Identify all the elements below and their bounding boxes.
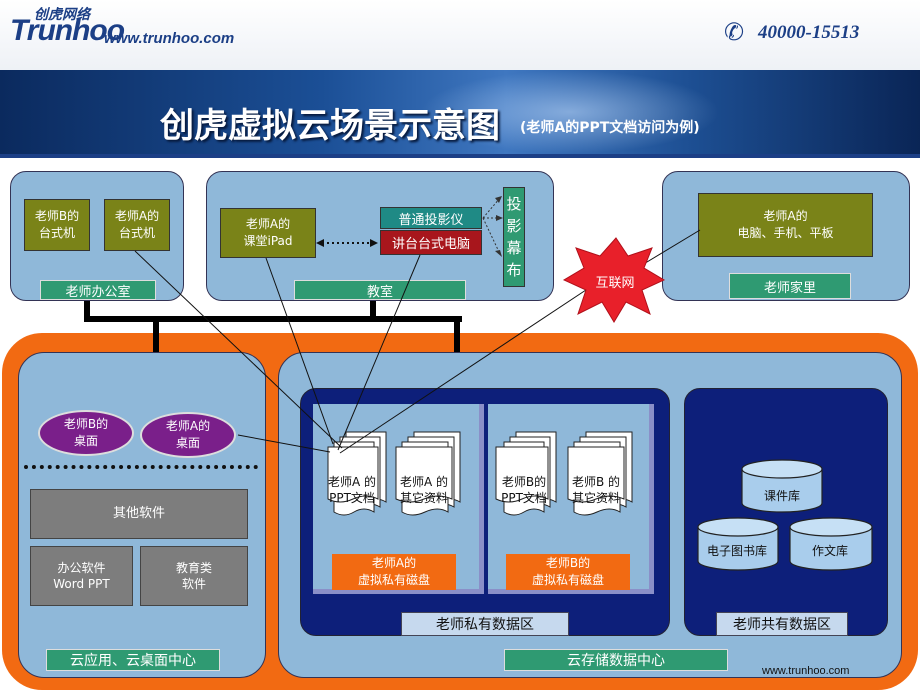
teacher-a-virtual-disk[interactable]: 老师A的 虚拟私有磁盘 — [332, 554, 456, 590]
essay-library[interactable]: 作文库 — [812, 544, 849, 558]
other-software[interactable]: 其他软件 — [30, 489, 248, 539]
teacher-b-other-files[interactable]: 老师B 的 其它资料 — [571, 475, 621, 505]
education-software[interactable]: 教育类 软件 — [140, 546, 248, 606]
ebook-library[interactable]: 电子图书库 — [707, 544, 768, 558]
network-bus — [84, 316, 462, 322]
header-divider — [0, 154, 920, 158]
teacher-a-ppt-document[interactable]: 老师A 的 PPT文档 — [327, 475, 377, 505]
website-link[interactable]: www.trunhoo.com — [104, 30, 235, 47]
classroom-label: 教室 — [294, 280, 466, 300]
logo: Trunhoo — [10, 14, 125, 47]
teacher-a-other-files[interactable]: 老师A 的 其它资料 — [399, 475, 449, 505]
teacher-a-home-devices[interactable]: 老师A的 电脑、手机、平板 — [698, 193, 873, 257]
shared-zone-label: 老师共有数据区 — [716, 612, 848, 636]
projection-screen: 投 影 幕 布 — [503, 187, 525, 287]
network-bus — [84, 301, 90, 319]
logo-chinese: 创虎网络 — [34, 7, 90, 23]
home-label: 老师家里 — [729, 273, 851, 299]
banner-glow — [420, 70, 720, 154]
desktop-center-label: 云应用、云桌面中心 — [46, 649, 220, 671]
private-zone-label: 老师私有数据区 — [401, 612, 569, 636]
page-title: 创虎虚拟云场景示意图 — [160, 106, 500, 146]
divider-dotted — [24, 465, 258, 469]
teacher-b-desktop-pc[interactable]: 老师B的 台式机 — [24, 199, 90, 251]
courseware-library[interactable]: 课件库 — [764, 489, 801, 503]
teacher-a-cloud-desktop[interactable]: 老师A的 桌面 — [140, 412, 236, 458]
teacher-a-ipad[interactable]: 老师A的 课堂iPad — [220, 208, 316, 258]
page-subtitle: (老师A的PPT文档访问为例) — [520, 120, 700, 136]
library-cylinders — [697, 459, 873, 571]
footer-url[interactable]: www.trunhoo.com — [762, 665, 850, 677]
network-bus — [153, 316, 159, 352]
internet-label: 互联网 — [595, 276, 635, 291]
podium-pc[interactable]: 讲台台式电脑 — [380, 230, 482, 255]
network-bus — [454, 316, 460, 352]
teacher-a-desktop-pc[interactable]: 老师A的 台式机 — [104, 199, 170, 251]
header-bar — [0, 0, 920, 70]
projector[interactable]: 普通投影仪 — [380, 207, 482, 229]
office-software[interactable]: 办公软件 Word PPT — [30, 546, 133, 606]
teacher-b-ppt-document[interactable]: 老师B的 PPT文档 — [501, 475, 547, 505]
office-label: 老师办公室 — [40, 280, 156, 300]
teacher-b-virtual-disk[interactable]: 老师B的 虚拟私有磁盘 — [506, 554, 630, 590]
phone-number: 40000-15513 — [758, 22, 860, 43]
phone-icon: ✆ — [724, 18, 745, 46]
storage-center-label: 云存储数据中心 — [504, 649, 728, 671]
teacher-b-cloud-desktop[interactable]: 老师B的 桌面 — [38, 410, 134, 456]
